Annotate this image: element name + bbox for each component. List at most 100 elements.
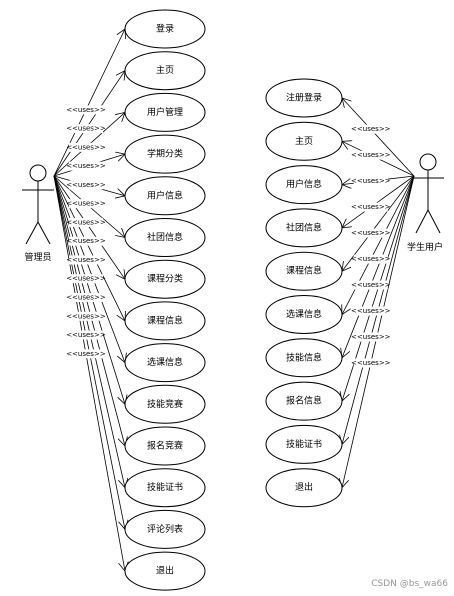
- admin-association-10: [53, 175, 125, 446]
- admin-uses-label-bg-3: [68, 161, 103, 171]
- student-uses-label-9: <<uses>>: [351, 359, 391, 367]
- admin-uses-label-5: <<uses>>: [66, 200, 106, 208]
- admin-uses-label-3: <<uses>>: [66, 162, 106, 170]
- admin-use-case-label-10: 报名竞赛: [147, 440, 183, 452]
- admin-uses-label-bg-9: [68, 274, 103, 284]
- student-use-case-6: [265, 338, 343, 378]
- student-uses-label-1: <<uses>>: [351, 151, 391, 159]
- admin-uses-label-6: <<uses>>: [66, 218, 106, 226]
- admin-use-case-label-0: 登录: [156, 24, 174, 35]
- student-use-case-7: [265, 381, 343, 421]
- admin-use-case-label-13: 退出: [156, 565, 174, 577]
- student-uses-label-7: <<uses>>: [351, 307, 391, 315]
- student-uses-label-bg-5: [353, 254, 388, 264]
- admin-association-7: [53, 175, 125, 321]
- student-use-case-2: [265, 165, 343, 205]
- admin-uses-label-7: <<uses>>: [66, 237, 106, 245]
- admin-uses-label-bg-5: [68, 199, 103, 209]
- admin-association-13: [53, 175, 125, 571]
- student-uses-label-5: <<uses>>: [351, 255, 391, 263]
- student-uses-label-bg-2: [353, 176, 388, 186]
- admin-association-9: [53, 175, 125, 404]
- student-use-case-label-2: 用户信息: [286, 178, 322, 190]
- admin-uses-label-9: <<uses>>: [66, 275, 106, 283]
- student-uses-label-3: <<uses>>: [351, 203, 391, 211]
- admin-uses-label-13: <<uses>>: [66, 350, 106, 358]
- admin-use-case-2: [124, 92, 206, 132]
- admin-uses-label-bg-1: [68, 124, 103, 134]
- admin-use-case-11: [124, 468, 206, 508]
- student-uses-label-bg-4: [353, 228, 388, 238]
- student-use-case-label-5: 选课信息: [286, 308, 322, 320]
- admin-uses-label-12: <<uses>>: [66, 331, 106, 339]
- admin-actor: 管理员: [22, 164, 54, 263]
- admin-use-case-1: [124, 51, 206, 91]
- admin-use-case-3: [124, 134, 206, 174]
- student-use-case-label-0: 注册登录: [286, 92, 322, 104]
- watermark: CSDN @bs_wa66: [371, 579, 448, 589]
- admin-uses-label-bg-2: [68, 142, 103, 152]
- student-use-case-label-9: 退出: [295, 481, 313, 493]
- admin-uses-label-bg-8: [68, 255, 103, 265]
- admin-use-case-label-9: 技能竞赛: [147, 398, 183, 410]
- admin-use-case-label-12: 评论列表: [147, 523, 183, 535]
- admin-uses-label-bg-11: [68, 311, 103, 321]
- student-uses-label-bg-9: [353, 358, 388, 368]
- student-uses-label-0: <<uses>>: [351, 125, 391, 133]
- admin-uses-label-bg-0: [68, 105, 103, 115]
- admin-uses-label-8: <<uses>>: [66, 256, 106, 264]
- student-uses-label-bg-1: [353, 150, 388, 160]
- student-use-case-4: [265, 251, 343, 291]
- student-use-case-5: [265, 295, 343, 334]
- admin-uses-label-2: <<uses>>: [66, 143, 106, 151]
- admin-association-8: [53, 175, 125, 363]
- admin-uses-label-bg-6: [68, 217, 103, 227]
- admin-uses-label-bg-12: [68, 330, 103, 340]
- admin-use-case-10: [124, 426, 206, 466]
- admin-use-case-12: [124, 509, 206, 549]
- admin-uses-label-10: <<uses>>: [66, 294, 106, 302]
- student-use-case-8: [265, 424, 343, 464]
- student-uses-label-bg-7: [353, 306, 388, 316]
- student-association-9: [342, 175, 415, 488]
- admin-use-case-label-4: 用户信息: [147, 189, 183, 201]
- student-uses-label-bg-6: [353, 280, 388, 290]
- student-uses-label-bg-0: [353, 124, 388, 134]
- student-use-case-label-7: 报名信息: [286, 395, 322, 407]
- student-uses-label-6: <<uses>>: [351, 281, 391, 289]
- admin-uses-label-4: <<uses>>: [66, 181, 106, 189]
- admin-use-case-label-2: 用户管理: [147, 106, 183, 118]
- admin-use-case-7: [124, 301, 206, 341]
- admin-uses-label-bg-13: [68, 349, 103, 359]
- student-use-case-0: [265, 78, 343, 118]
- student-uses-label-bg-8: [353, 332, 388, 342]
- student-association-3: [342, 175, 415, 228]
- student-association-6: [342, 175, 415, 358]
- student-uses-label-bg-3: [353, 202, 388, 212]
- admin-use-case-0: [124, 9, 206, 49]
- student-association-5: [342, 175, 415, 315]
- admin-association-6: [53, 175, 125, 279]
- admin-uses-label-11: <<uses>>: [66, 312, 106, 320]
- student-actor: 学生用户: [407, 153, 444, 253]
- admin-use-case-8: [124, 343, 206, 383]
- admin-actor-label: 管理员: [24, 251, 51, 263]
- student-use-case-9: [265, 468, 343, 508]
- admin-use-case-9: [124, 384, 206, 424]
- student-use-case-label-4: 课程信息: [286, 265, 322, 277]
- admin-uses-label-bg-4: [68, 180, 103, 190]
- student-use-case-3: [265, 208, 343, 248]
- admin-use-case-5: [124, 218, 206, 257]
- admin-uses-label-1: <<uses>>: [66, 125, 106, 133]
- admin-use-case-label-7: 课程信息: [147, 314, 183, 326]
- admin-use-case-label-3: 学期分类: [147, 148, 183, 160]
- student-use-case-1: [265, 121, 343, 161]
- admin-uses-label-bg-7: [68, 236, 103, 246]
- admin-use-case-label-6: 课程分类: [147, 273, 183, 285]
- admin-uses-label-0: <<uses>>: [66, 106, 106, 114]
- student-actor-label: 学生用户: [407, 241, 443, 253]
- admin-use-case-4: [124, 176, 206, 216]
- admin-association-0: [53, 29, 125, 177]
- student-uses-label-8: <<uses>>: [351, 333, 391, 341]
- student-association-0: [342, 98, 415, 177]
